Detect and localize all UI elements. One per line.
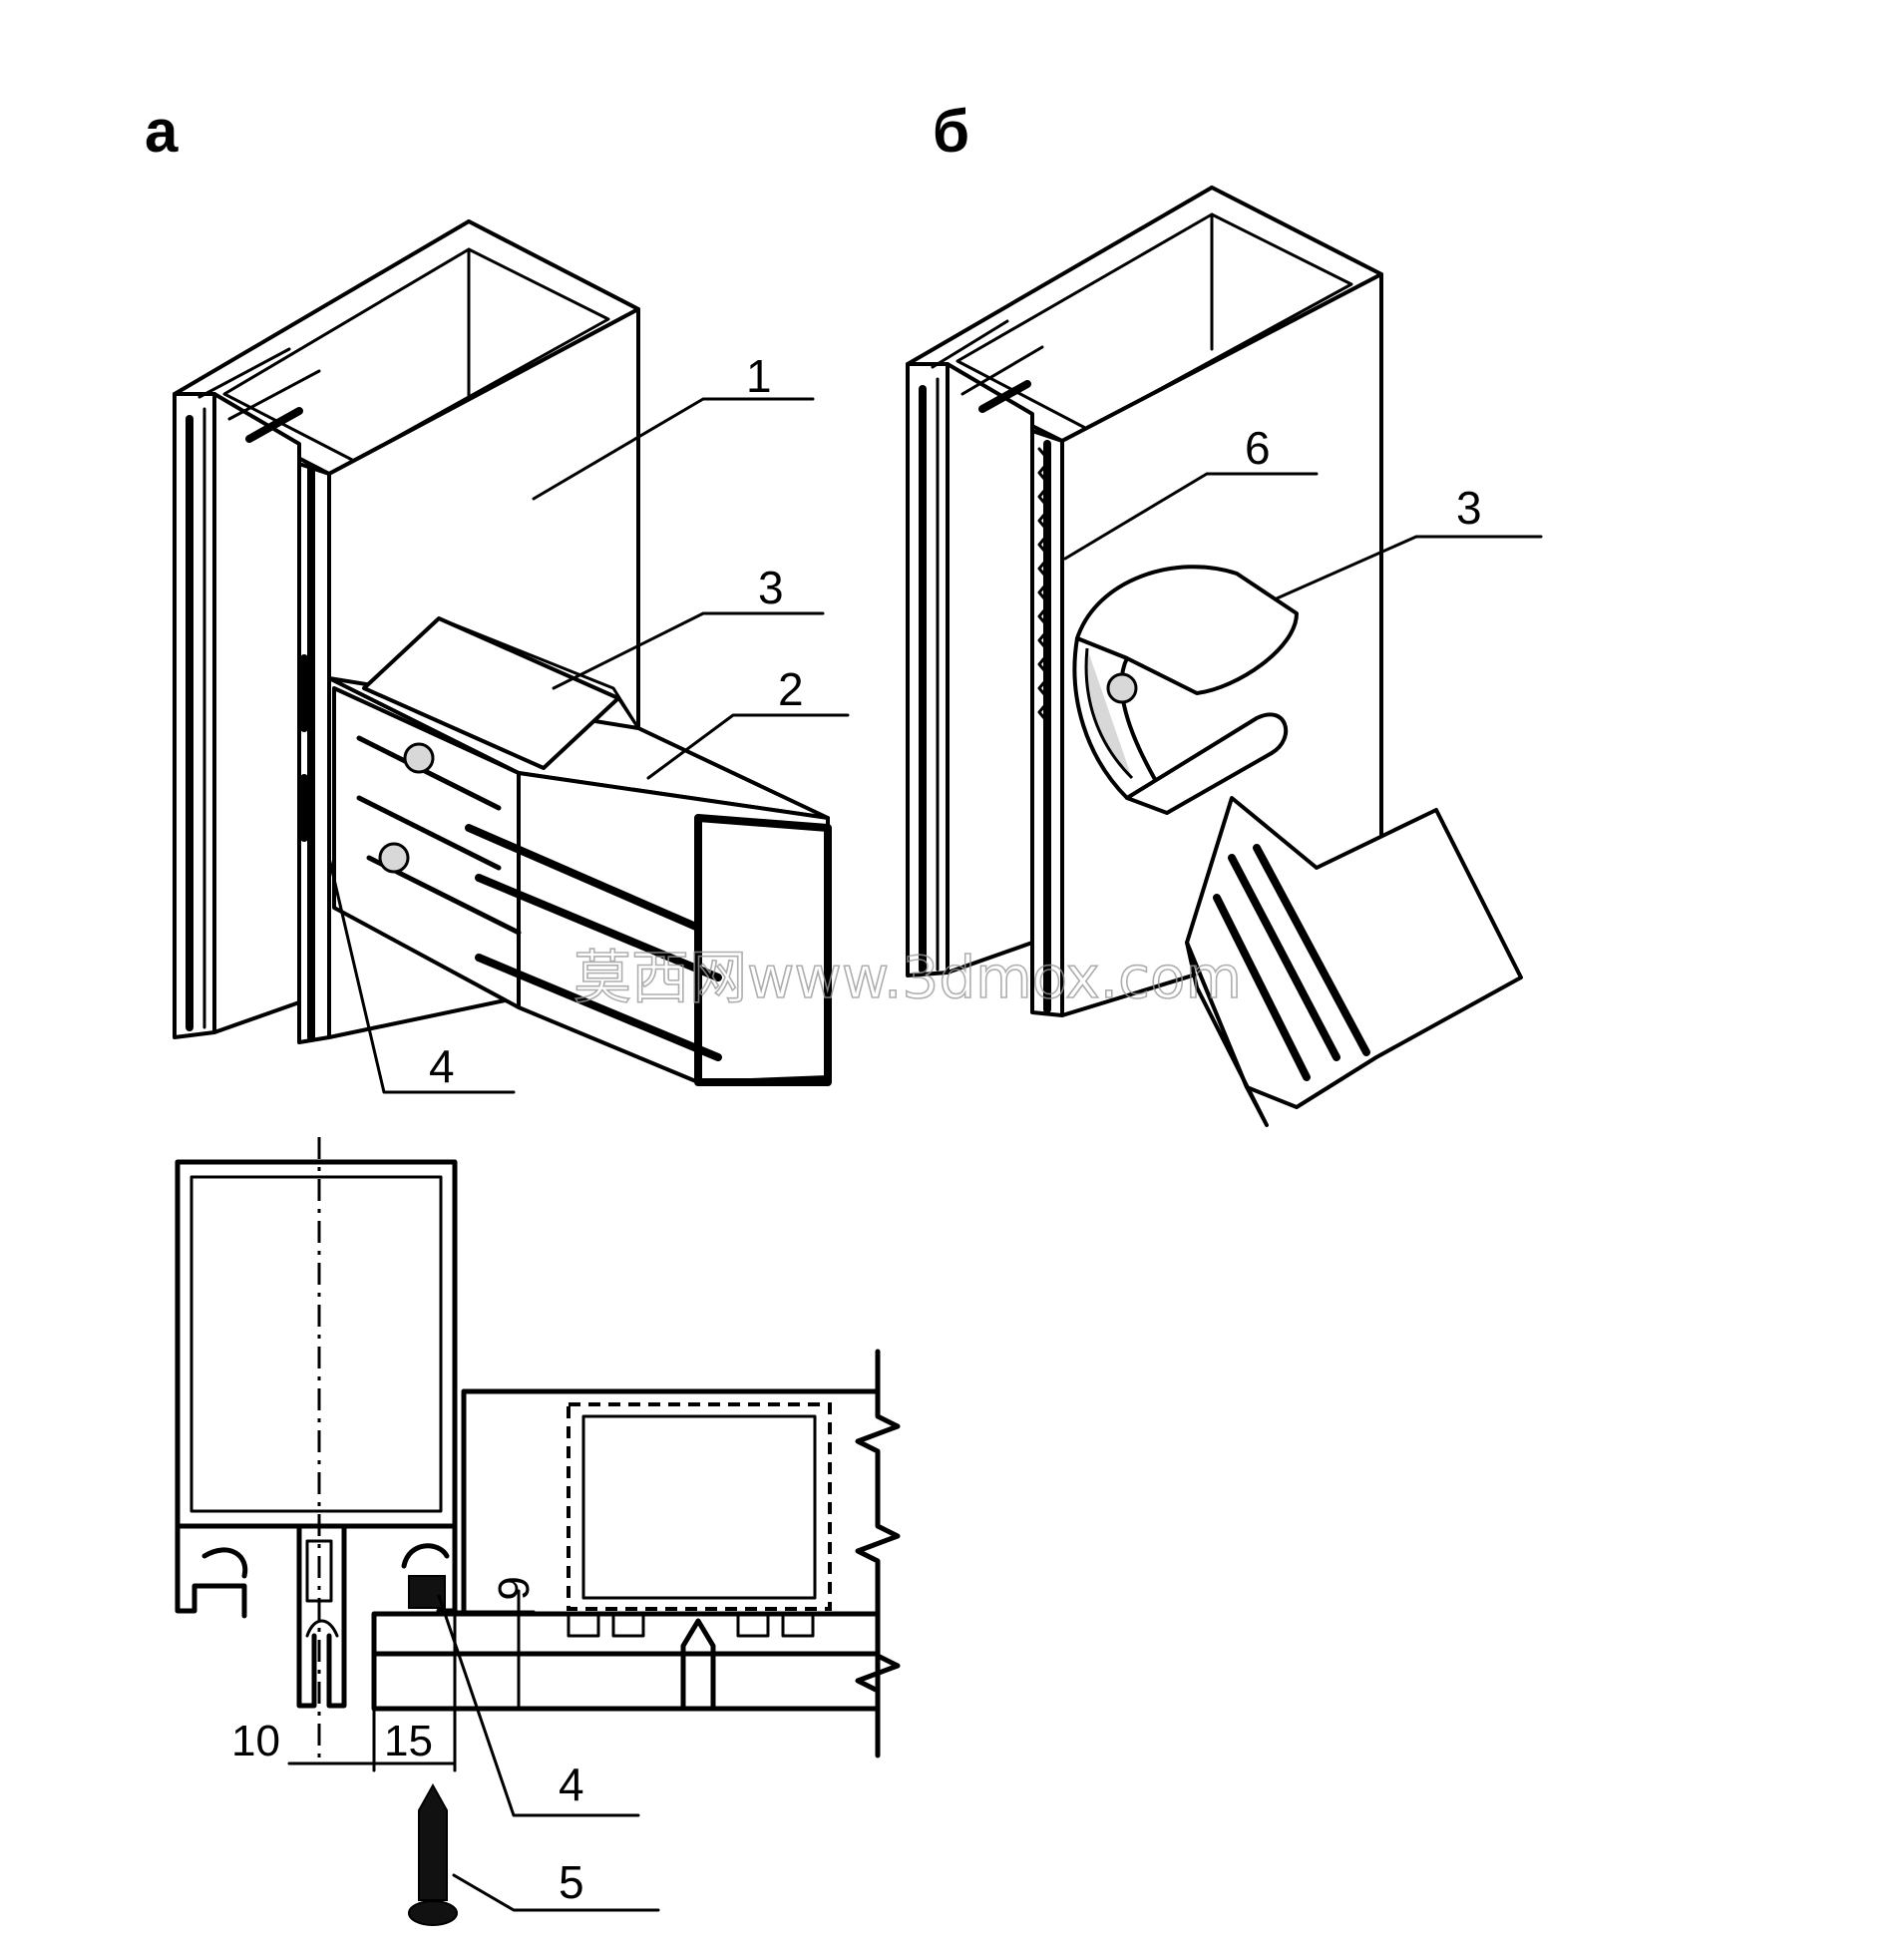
transom-screw-boss-1 [403, 742, 435, 774]
mullion-front-strip [173, 392, 216, 1039]
callout-a-3: 3 [758, 562, 784, 613]
transom-screw-boss-2 [378, 842, 410, 874]
mullion-hook-right [401, 1543, 450, 1569]
leader-a-3 [552, 611, 825, 690]
mullion-center-slot [305, 1539, 333, 1603]
transom-rib-2 [611, 1612, 645, 1638]
callout-section-5: 5 [559, 1856, 584, 1908]
clip-bottom-tab [1125, 712, 1289, 815]
mullion-b-top-rib-3 [978, 380, 1031, 413]
dimension-10: 10 [231, 1717, 280, 1765]
callout-b-6: 6 [1245, 422, 1271, 474]
transom-slot-1 [356, 735, 502, 811]
screw-shank [418, 1782, 448, 1901]
clip-screw [1106, 672, 1138, 704]
panel-label-b: б [933, 98, 969, 165]
transom-rib-1 [567, 1612, 600, 1638]
mullion-b-top-inner [955, 212, 1353, 431]
break-line [855, 1349, 901, 1758]
mullion-lip-left [175, 1523, 247, 1619]
leader-a-4 [327, 856, 516, 1094]
seal-section-4 [408, 1575, 446, 1609]
transom-groove-3 [465, 824, 702, 932]
mullion-center-groove [305, 1619, 339, 1638]
transom-hidden-inner [581, 1414, 817, 1600]
mullion-center-leg-right [326, 1523, 347, 1709]
transom-rib-4 [781, 1612, 815, 1638]
mullion-b-top-rib-1 [931, 319, 1009, 369]
transom-section-plate [371, 1611, 881, 1657]
screw-5 [408, 1782, 458, 1926]
transom-groove-2 [475, 954, 722, 1061]
callout-a-4: 4 [429, 1040, 455, 1092]
dimension-15: 15 [384, 1717, 433, 1765]
transom-b-groove-1 [1228, 854, 1340, 1061]
leader-section-4 [437, 1594, 640, 1817]
isometric-view-b: 6 3 [906, 186, 1543, 1127]
callout-a-2: 2 [778, 663, 804, 715]
isometric-view-a: 1 3 2 4 [173, 219, 850, 1094]
dimension-6: 6 [489, 1576, 538, 1600]
transom-end-frame [694, 814, 832, 1086]
transom-b-groove-3 [1213, 894, 1311, 1081]
mullion-section-inner [190, 1175, 443, 1513]
transom-slot-2 [356, 795, 502, 871]
section-view: 6 10 15 4 5 [175, 1137, 901, 1926]
mullion-top-rib-3 [245, 407, 303, 443]
leader-a-2 [646, 713, 850, 780]
mullion-top-inner [222, 247, 610, 463]
mullion-top-rib-2 [227, 369, 321, 421]
connector-clip-b [1072, 565, 1299, 815]
transom-screw-channel [680, 1618, 716, 1712]
leader-a-1 [532, 397, 815, 501]
mullion-b-front-strip [906, 362, 950, 977]
mullion-front-face [212, 392, 301, 1034]
connector-insert-edge [437, 616, 640, 730]
mullion-section-outer [175, 1159, 458, 1529]
transom-groove-1 [475, 874, 722, 981]
transom-b-front [1185, 941, 1269, 1127]
screw-head [408, 1900, 458, 1926]
callout-a-1: 1 [746, 350, 772, 402]
mullion-b-front-face [946, 362, 1034, 975]
transom-rib-3 [736, 1612, 770, 1638]
panel-label-a: а [145, 98, 179, 165]
callout-section-4: 4 [559, 1758, 584, 1810]
callout-b-3: 3 [1456, 482, 1482, 534]
transom-b-groove-2 [1253, 844, 1370, 1056]
leader-b-6 [1063, 472, 1319, 561]
mullion-center-leg-left [296, 1523, 317, 1709]
mullion-hook-left [201, 1547, 248, 1579]
transom-profile-b [1185, 796, 1523, 1127]
serrated-seal-b [1037, 447, 1051, 726]
leader-section-5 [452, 1873, 660, 1912]
mullion-top-rib-1 [197, 347, 291, 399]
transom-hidden-tube [567, 1402, 832, 1611]
watermark-text: 莫西网www.3dmox.com [573, 944, 1242, 1011]
transom-section-base [371, 1651, 881, 1712]
mullion-b-top-rib-2 [960, 345, 1044, 396]
clip-top-shell [1075, 565, 1299, 695]
leader-b-3 [1275, 535, 1543, 600]
clip-inner-edge [1084, 647, 1134, 780]
